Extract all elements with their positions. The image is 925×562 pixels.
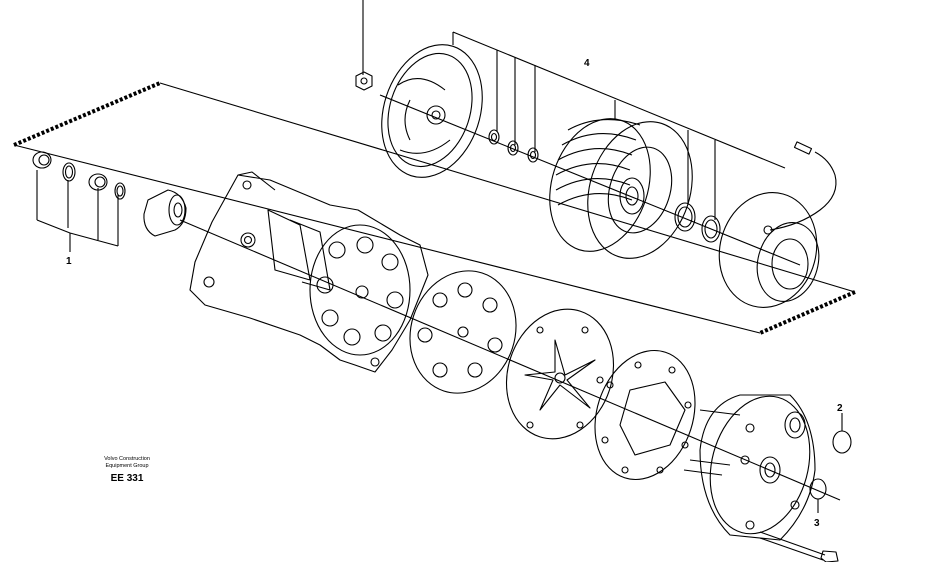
valve-plate bbox=[505, 308, 615, 440]
drawing-caption: Volvo Construction Equipment Group EE 33… bbox=[82, 456, 172, 484]
clutch-axis bbox=[379, 94, 801, 266]
shaft-bushing bbox=[143, 189, 187, 237]
compressor-body bbox=[189, 171, 429, 373]
leader-lines-1 bbox=[36, 170, 119, 252]
o-ring-2 bbox=[832, 413, 852, 454]
drawing-code: EE 331 bbox=[110, 473, 144, 484]
callout-3: 3 bbox=[814, 518, 820, 529]
head-gasket bbox=[594, 349, 696, 481]
company-name-line2: Equipment Group bbox=[105, 463, 149, 469]
shim-washers bbox=[488, 129, 539, 163]
company-name-line1: Volvo Construction bbox=[104, 456, 150, 462]
nut bbox=[355, 71, 373, 91]
field-coil bbox=[718, 141, 837, 308]
callout-2: 2 bbox=[837, 403, 843, 414]
o-ring-3 bbox=[809, 478, 827, 513]
pulley bbox=[549, 118, 693, 259]
leader-lines-4 bbox=[362, 0, 786, 220]
gasket-plate bbox=[409, 270, 517, 394]
through-bolt bbox=[759, 531, 839, 562]
seal-ring-set-1 bbox=[32, 151, 126, 200]
clutch-front-plate bbox=[381, 44, 483, 178]
rear-head bbox=[683, 394, 816, 541]
callout-4: 4 bbox=[584, 58, 590, 69]
group-frame-top bbox=[13, 81, 856, 335]
callout-1: 1 bbox=[66, 256, 72, 267]
snap-rings bbox=[674, 202, 721, 243]
